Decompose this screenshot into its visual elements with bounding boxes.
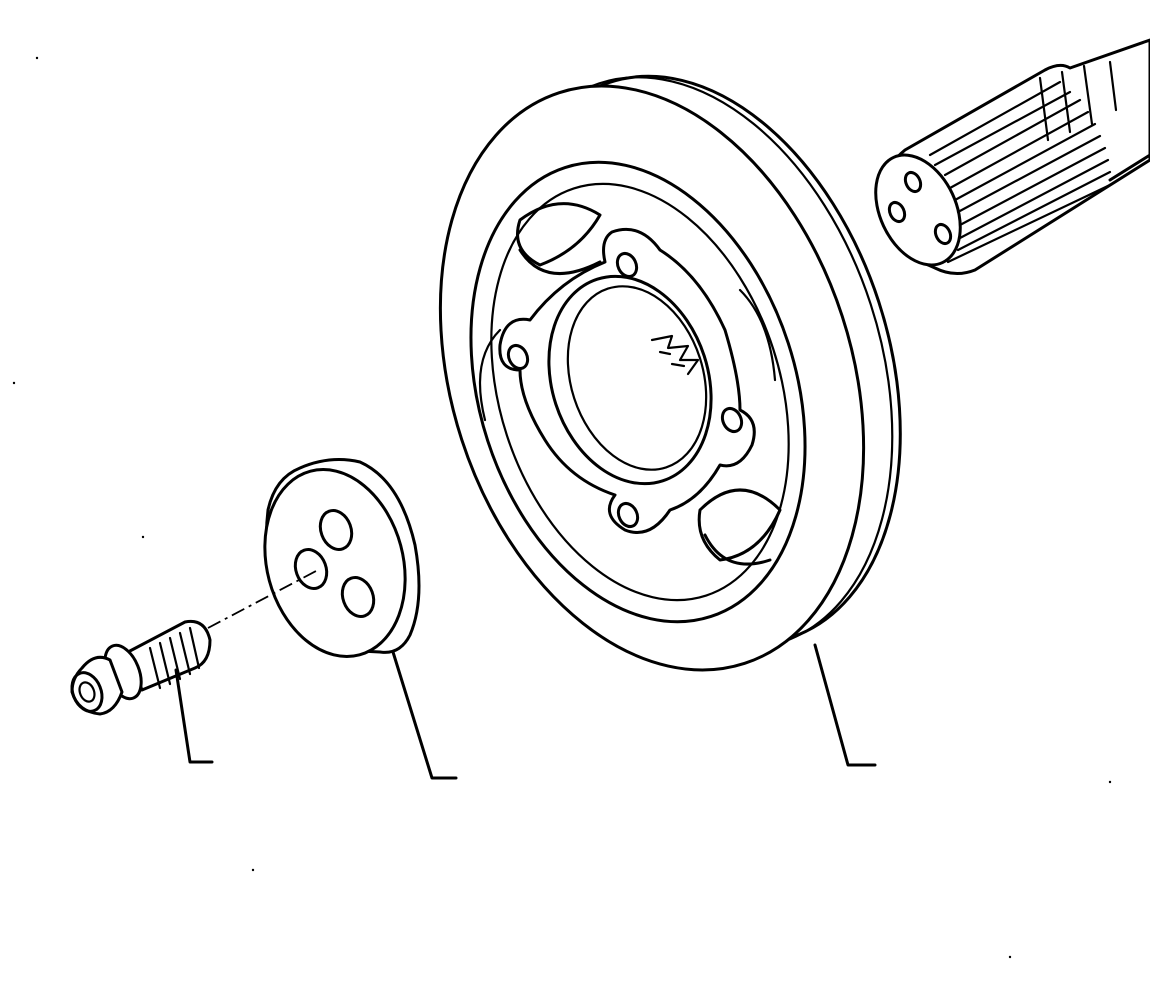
crankshaft-pulley <box>438 74 902 767</box>
pulley-leader-line <box>813 643 877 767</box>
crankshaft-end <box>874 38 1150 275</box>
assembly-centerline <box>207 569 319 629</box>
washer-plate <box>263 458 458 780</box>
scan-specks <box>12 56 1112 959</box>
washer-leader-line <box>391 650 458 780</box>
bolt <box>70 619 214 764</box>
bolt-leader-line <box>174 668 214 764</box>
